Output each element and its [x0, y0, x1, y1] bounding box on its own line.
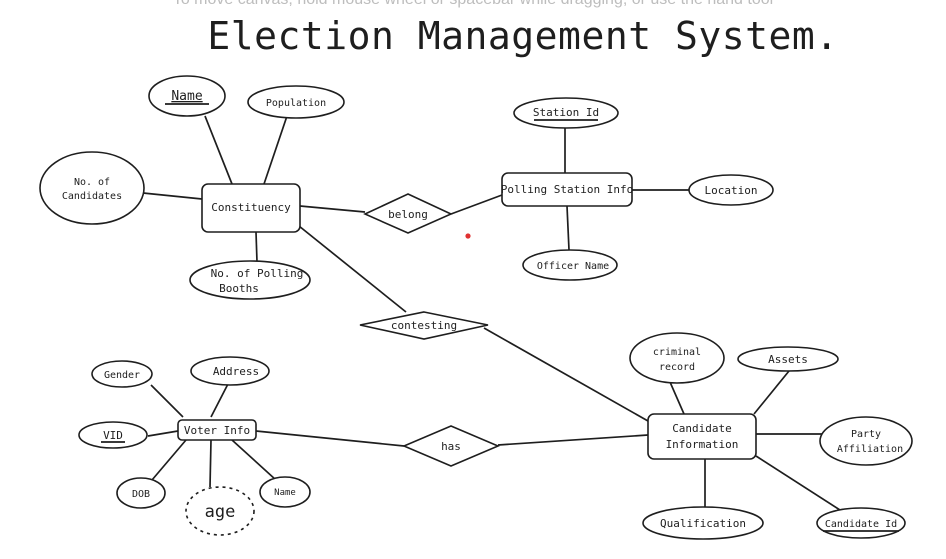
edge-voter-has[interactable] — [255, 430, 405, 447]
laser-pointer-dot — [465, 233, 471, 239]
edge-gender-voter[interactable] — [150, 384, 184, 418]
edge-dob-voter[interactable] — [151, 439, 187, 481]
attribute-assets-label: Assets — [768, 353, 808, 366]
entity-polling-station-info[interactable]: Polling Station Info — [501, 172, 633, 207]
attribute-vid[interactable]: VID — [78, 421, 148, 449]
entity-candidate-label-line1: Candidate — [672, 422, 732, 435]
entity-candidate-label-line2: Information — [666, 438, 739, 451]
attribute-dob[interactable]: DOB — [116, 477, 166, 509]
attribute-candidate-id-label: Candidate Id — [825, 519, 897, 530]
relationship-has-label: has — [441, 440, 461, 453]
entity-constituency[interactable]: Constituency — [201, 183, 301, 233]
attribute-party-line2: Affiliation — [837, 444, 903, 455]
diagram-title: Election Management System. — [207, 14, 839, 58]
relationship-contesting[interactable]: contesting — [359, 311, 489, 340]
edge-booths-constituency[interactable] — [255, 231, 258, 263]
attribute-gender[interactable]: Gender — [91, 360, 153, 388]
attribute-candidate-id[interactable]: Candidate Id — [816, 507, 906, 539]
attribute-assets[interactable]: Assets — [737, 346, 839, 372]
attribute-age[interactable]: age — [185, 486, 255, 536]
edge-population-constituency[interactable] — [263, 115, 288, 185]
attribute-dob-label: DOB — [132, 489, 150, 500]
edge-contesting-candidate[interactable] — [483, 327, 649, 422]
entity-constituency-label: Constituency — [211, 201, 291, 214]
attribute-voter-name[interactable]: Name — [259, 476, 311, 508]
relationship-belong-label: belong — [388, 208, 428, 221]
attribute-booths-line2: Booths — [219, 282, 259, 295]
connectors — [142, 115, 841, 511]
edge-belong-polling[interactable] — [450, 194, 503, 215]
attribute-candidates-line2: Candidates — [62, 191, 122, 202]
attribute-qualification[interactable]: Qualification — [642, 506, 764, 540]
attribute-location-label: Location — [705, 184, 758, 197]
attribute-vid-label: VID — [103, 429, 123, 442]
entity-voter-info-label: Voter Info — [184, 424, 250, 437]
attribute-name-label: Name — [171, 89, 202, 104]
attribute-no-of-candidates[interactable]: No. of Candidates — [39, 151, 145, 225]
attribute-gender-label: Gender — [104, 370, 140, 381]
attribute-address[interactable]: Address — [190, 356, 270, 386]
attribute-criminal-line1: criminal — [653, 347, 701, 358]
attribute-party-affiliation[interactable]: Party Affiliation — [819, 416, 913, 466]
attribute-station-id[interactable]: Station Id — [513, 97, 619, 129]
relationship-belong[interactable]: belong — [363, 193, 453, 234]
entity-polling-station-label: Polling Station Info — [501, 183, 633, 196]
canvas-hint-text: To move canvas, hold mouse wheel or spac… — [0, 0, 946, 9]
edge-vid-voter[interactable] — [147, 430, 179, 437]
edge-criminal-candidate[interactable] — [669, 381, 685, 415]
edge-constituency-contesting[interactable] — [298, 225, 407, 313]
attribute-criminal-line2: record — [659, 362, 695, 373]
relationship-contesting-label: contesting — [391, 319, 457, 332]
edge-candidates-constituency[interactable] — [142, 192, 203, 200]
attribute-qualification-label: Qualification — [660, 517, 746, 530]
attribute-officer-name-label: Officer Name — [537, 261, 609, 272]
attribute-candidates-line1: No. of — [74, 177, 110, 188]
attribute-location[interactable]: Location — [688, 174, 774, 206]
attribute-criminal-record[interactable]: criminal record — [629, 332, 725, 384]
edge-has-candidate[interactable] — [497, 434, 649, 446]
attribute-booths-line1: No. of Polling — [211, 267, 304, 280]
attribute-officer-name[interactable]: Officer Name — [522, 249, 618, 281]
edge-constituency-belong[interactable] — [299, 205, 366, 213]
attribute-no-of-polling-booths[interactable]: No. of Polling Booths — [189, 260, 311, 300]
attribute-name[interactable]: Name — [148, 75, 226, 117]
entity-voter-info[interactable]: Voter Info — [177, 419, 257, 441]
edge-name-constituency[interactable] — [204, 115, 233, 185]
attribute-station-id-label: Station Id — [533, 106, 599, 119]
attribute-party-line1: Party — [851, 429, 881, 440]
attribute-voter-name-label: Name — [274, 488, 296, 498]
entity-candidate-information[interactable]: Candidate Information — [647, 413, 757, 460]
attribute-address-label: Address — [213, 365, 259, 378]
attribute-age-label: age — [205, 502, 236, 522]
edge-age-voter[interactable] — [209, 439, 212, 488]
attribute-population-label: Population — [266, 98, 326, 109]
edge-name-voter[interactable] — [231, 439, 277, 481]
edge-polling-officer[interactable] — [566, 205, 570, 251]
edge-address-voter[interactable] — [210, 381, 230, 418]
edge-candidate-candidateid[interactable] — [755, 455, 841, 511]
relationship-has[interactable]: has — [401, 425, 501, 467]
edge-assets-candidate[interactable] — [753, 370, 790, 415]
attribute-population[interactable]: Population — [247, 85, 345, 119]
